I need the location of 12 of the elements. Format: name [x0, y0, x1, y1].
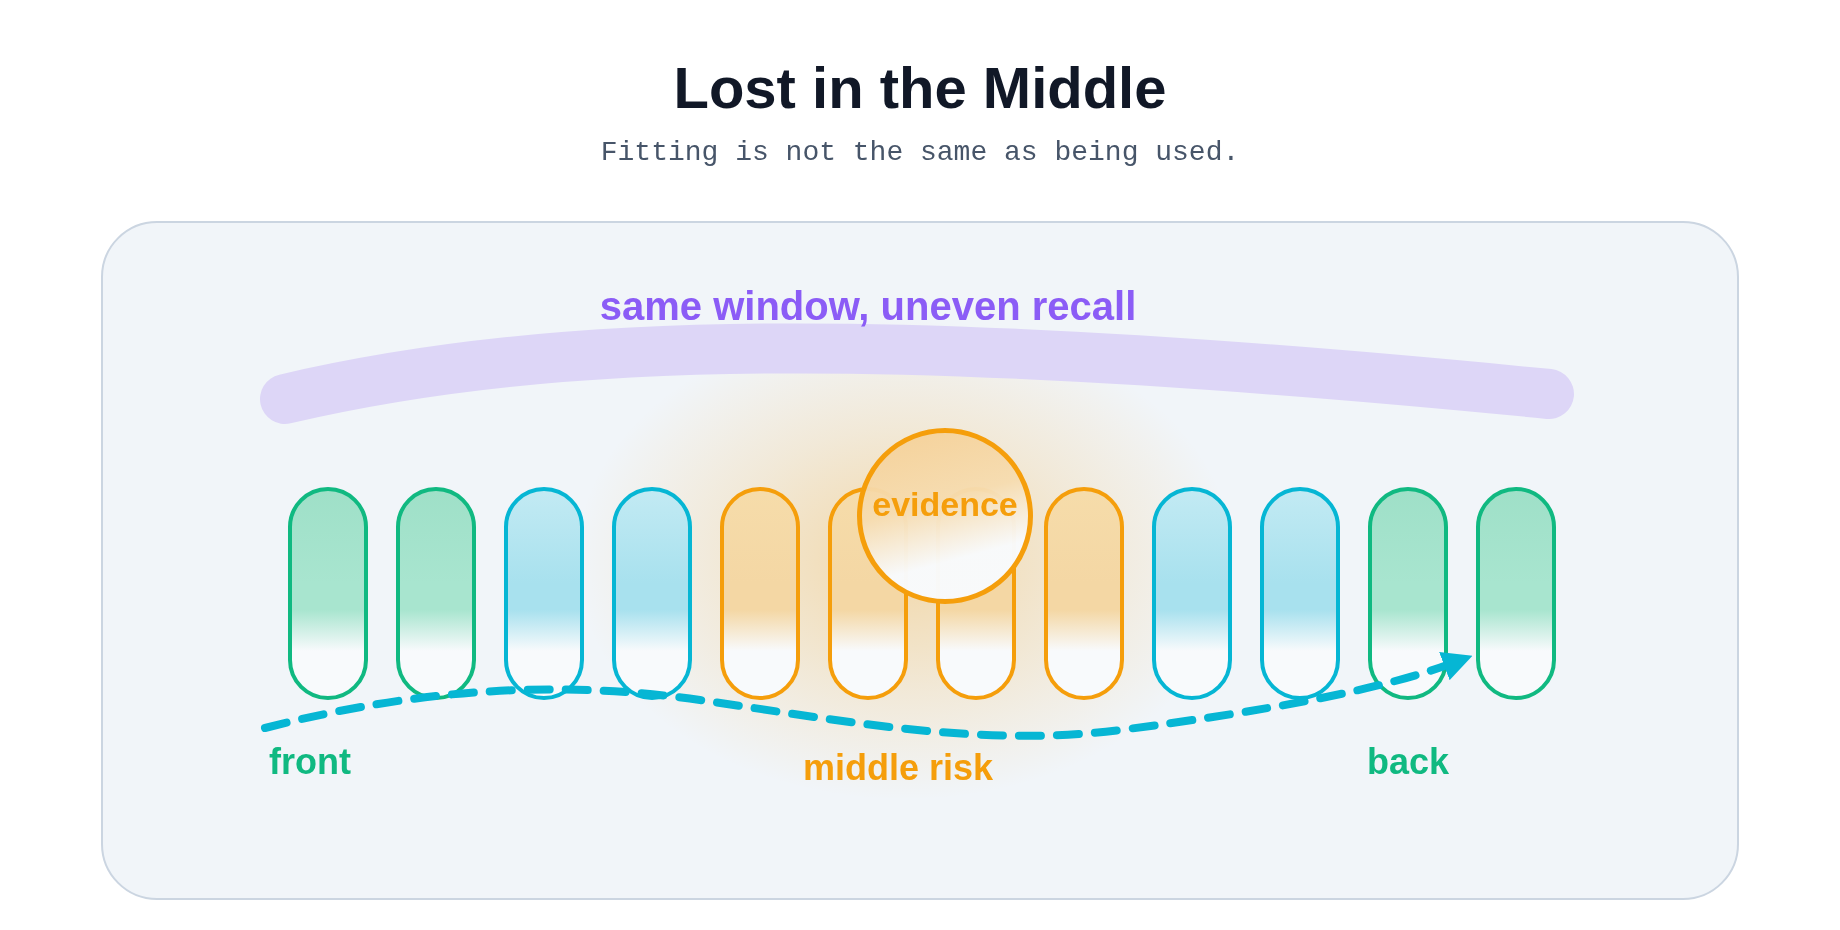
lens-label: evidence [872, 485, 1018, 525]
token-pill [396, 487, 476, 700]
arc-label: same window, uneven recall [599, 283, 1137, 329]
token-pill [612, 487, 692, 700]
position-label: back [1366, 741, 1450, 783]
position-label: middle risk [802, 747, 994, 789]
token-pill [288, 487, 368, 700]
position-label: front [269, 741, 351, 783]
subtitle: Fitting is not the same as being used. [600, 136, 1240, 170]
token-pill [1260, 487, 1340, 700]
token-pill [720, 487, 800, 700]
title: Lost in the Middle [673, 54, 1167, 122]
